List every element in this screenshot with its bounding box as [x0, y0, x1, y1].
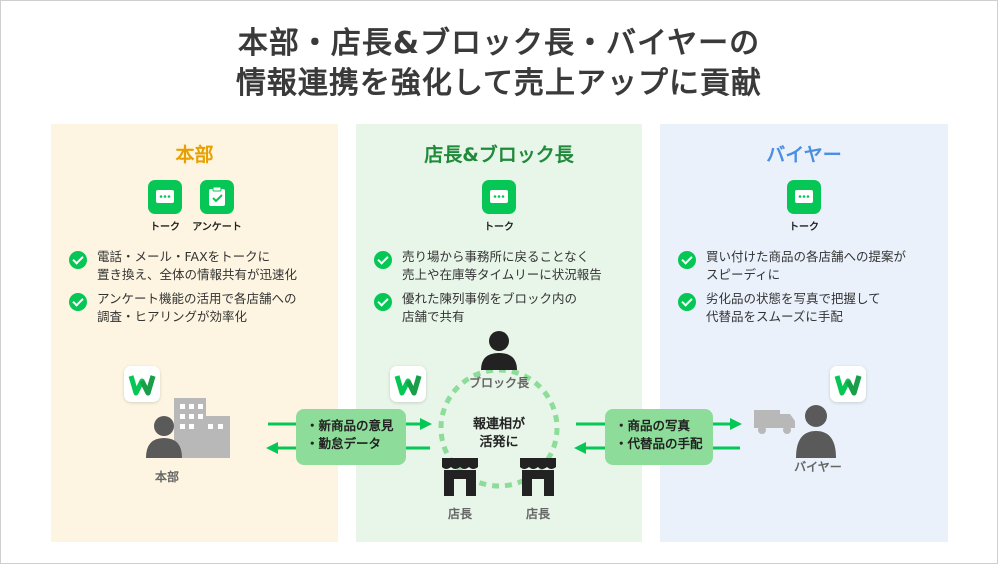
check-icon — [69, 251, 87, 269]
buyer-truck-person-icon — [754, 405, 836, 458]
panel-title-store: 店長&ブロック長 — [424, 144, 574, 166]
caption-buyer: バイヤー — [794, 460, 842, 474]
check-icon — [374, 293, 392, 311]
panel-title-hq: 本部 — [175, 144, 214, 166]
caption-block-manager: ブロック長 — [468, 376, 529, 390]
check-icon — [678, 293, 696, 311]
caption-store-1: 店長 — [447, 507, 472, 521]
caption-hq: 本部 — [154, 470, 179, 484]
check-icon — [678, 251, 696, 269]
panel-title-buyer: バイヤー — [766, 144, 842, 166]
chat-icon — [787, 180, 821, 214]
title-line-1: 本部・店長&ブロック長・バイヤーの — [237, 26, 761, 61]
chat-icon — [148, 180, 182, 214]
center-message: 報連相が 活発に — [472, 417, 525, 450]
flow-box-left: ・新商品の意見 ・勤怠データ — [296, 409, 406, 465]
app-label-survey: アンケート — [192, 222, 242, 233]
works-logo-icon — [390, 366, 426, 402]
app-label-talk: トーク — [484, 222, 514, 233]
app-label-talk: トーク — [789, 222, 819, 233]
block-manager-person-icon — [481, 331, 517, 370]
flow-box-right: ・商品の写真 ・代替品の手配 — [605, 409, 713, 465]
communication-cycle-ring — [438, 367, 560, 489]
caption-store-2: 店長 — [525, 507, 550, 521]
panel-store: 店長&ブロック長 トーク 売り場から事務所に戻ることなく 売上や在庫等タイムリー… — [356, 124, 642, 542]
title-line-2: 情報連携を強化して売上アップに貢献 — [235, 66, 763, 101]
check-icon — [374, 251, 392, 269]
panel-hq: 本部 トーク アンケート 電話・メール・FAXをトークに 置き換え、全体の情報共… — [51, 124, 338, 542]
hq-building-person-icon — [146, 398, 230, 458]
store-icon — [520, 458, 556, 496]
survey-icon — [200, 180, 234, 214]
works-logo-icon — [124, 366, 160, 402]
chat-icon — [482, 180, 516, 214]
panel-buyer: バイヤー トーク 買い付けた商品の各店舗への提案が スピーディに 劣化品の状態を… — [660, 124, 948, 542]
slide-title: 本部・店長&ブロック長・バイヤーの 情報連携を強化して売上アップに貢献 — [0, 24, 998, 104]
check-icon — [69, 293, 87, 311]
store-icon — [442, 458, 478, 496]
works-logo-icon — [830, 366, 866, 402]
app-label-talk: トーク — [150, 222, 180, 233]
